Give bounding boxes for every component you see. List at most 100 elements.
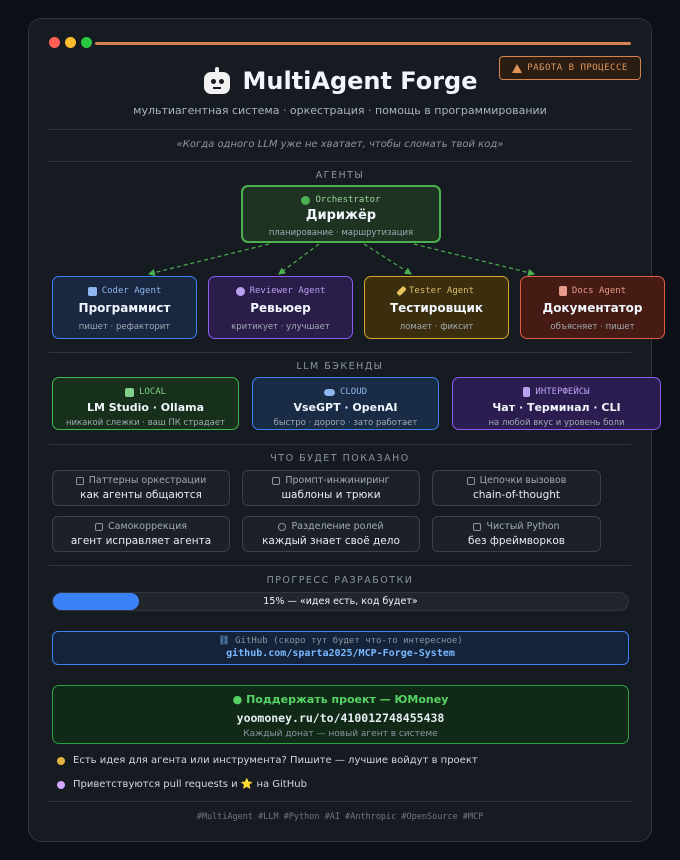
interfaces-backend-card[interactable]: ИНТЕРФЕЙСЫ Чат · Терминал · CLI на любой… [452, 377, 661, 430]
progress-label: 15% — «идея есть, код будет» [263, 596, 418, 607]
feature-title: Самокоррекция [108, 521, 187, 532]
divider [49, 801, 631, 802]
divider [49, 129, 631, 130]
house-icon [124, 387, 134, 397]
agent-name: Программист [78, 301, 171, 315]
backend-desc: никакой слежки · ваш ПК страдает [65, 418, 226, 428]
progress-bar-fill [53, 593, 140, 610]
idea-note: Есть идея для агента или инструмента? Пи… [57, 755, 478, 766]
status-badge: РАБОТА В ПРОЦЕССЕ [499, 56, 641, 80]
feature-title: Паттерны оркестрации [88, 475, 207, 486]
cloud-icon [323, 388, 335, 396]
warning-icon [512, 63, 523, 73]
backend-desc: быстро · дорого · зато работает [273, 418, 418, 428]
orchestrator-tag: Orchestrator [315, 195, 381, 205]
document-icon [473, 522, 482, 531]
divider [49, 352, 631, 353]
laptop-icon [87, 286, 97, 296]
agent-desc: пишет · рефакторит [78, 322, 171, 332]
orchestrator-card[interactable]: Orchestrator Дирижёр планирование · марш… [241, 185, 441, 243]
backend-name: VseGPT · OpenAI [293, 401, 398, 414]
magnifier-icon [235, 286, 245, 296]
reviewer-agent-card[interactable]: Reviewer Agent Ревьюер критикует · улучш… [208, 276, 353, 339]
bullet-icon [57, 780, 65, 789]
link-icon: ⛓ [218, 636, 230, 646]
feature-title: Разделение ролей [291, 521, 384, 532]
refresh-icon [95, 522, 103, 531]
feature-card: Разделение ролей каждый знает своё дело [242, 516, 420, 552]
divider [49, 565, 631, 566]
bullet-icon [57, 756, 65, 765]
agent-tag: Docs Agent [571, 286, 627, 296]
orchestrator-desc: планирование · маршрутизация [268, 228, 414, 238]
feature-card: Паттерны оркестрации как агенты общаются [52, 470, 230, 506]
window-titlebar [49, 35, 631, 49]
backends-section-title: LLM БЭКЕНДЫ [296, 361, 384, 372]
feature-desc: агент исправляет агента [70, 535, 212, 547]
feature-desc: шаблоны и трюки [281, 489, 381, 501]
feature-desc: без фреймворков [468, 535, 565, 547]
gear-icon [278, 522, 287, 531]
minimize-window-dot[interactable] [65, 37, 76, 48]
close-window-dot[interactable] [49, 37, 60, 48]
agent-tag: Reviewer Agent [249, 286, 326, 296]
cloud-backend-card[interactable]: CLOUD VseGPT · OpenAI быстро · дорого · … [252, 377, 439, 430]
monitor-icon [523, 387, 531, 397]
arrow-to-coder [147, 243, 270, 277]
feature-card: Самокоррекция агент исправляет агента [52, 516, 230, 552]
divider [49, 444, 631, 445]
local-backend-card[interactable]: LOCAL LM Studio · Ollama никакой слежки … [52, 377, 239, 430]
donate-url[interactable]: yoomoney.ru/to/410012748455438 [236, 711, 445, 725]
target-icon [301, 195, 311, 205]
backend-tag: LOCAL [138, 387, 167, 397]
backend-tag: CLOUD [339, 387, 368, 397]
tagline-quote: «Когда одного LLM уже не хватает, чтобы … [176, 139, 504, 150]
github-link-card[interactable]: ⛓ GitHub (скоро тут будет что-то интерес… [52, 631, 629, 665]
test-tube-icon [396, 285, 407, 297]
note-text: Есть идея для агента или инструмента? Пи… [73, 755, 478, 766]
backend-name: LM Studio · Ollama [86, 401, 205, 414]
agent-name: Документатор [542, 301, 643, 315]
orchestrator-name: Дирижёр [305, 208, 377, 223]
feature-card: Цепочки вызовов chain-of-thought [432, 470, 601, 506]
header: MultiAgent Forge [29, 65, 651, 97]
backend-desc: на любой вкус и уровень боли [488, 418, 625, 428]
agent-name: Ревьюер [250, 301, 311, 315]
divider [49, 161, 631, 162]
arrow-to-docs [413, 243, 536, 277]
money-icon: ● [232, 693, 243, 706]
coder-agent-card[interactable]: Coder Agent Программист пишет · рефактор… [52, 276, 197, 339]
agent-desc: критикует · улучшает [231, 322, 330, 332]
feature-card: Чистый Python без фреймворков [432, 516, 601, 552]
agent-name: Тестировщик [389, 301, 484, 315]
github-url[interactable]: github.com/sparta2025/MCP-Forge-System [226, 648, 455, 659]
feature-title: Чистый Python [486, 521, 560, 532]
main-window: РАБОТА В ПРОЦЕССЕ MultiAgent Forge мульт… [28, 18, 665, 842]
progress-bar: 15% — «идея есть, код будет» [52, 592, 629, 611]
hashtags-footer: #MultiAgent #LLM #Python #AI #Anthropic … [196, 812, 484, 822]
accent-line [95, 42, 631, 45]
feature-desc: chain-of-thought [472, 489, 561, 501]
feature-title: Промпт-инжиниринг [285, 475, 390, 486]
docs-agent-card[interactable]: Docs Agent Документатор объясняет · пише… [520, 276, 665, 339]
note-text: Приветствуются pull requests и ⭐ на GitH… [73, 779, 307, 790]
pr-note: Приветствуются pull requests и ⭐ на GitH… [57, 779, 307, 790]
maximize-window-dot[interactable] [81, 37, 92, 48]
chain-icon [466, 476, 475, 485]
backend-name: Чат · Терминал · CLI [492, 401, 621, 414]
donate-card[interactable]: ● Поддержать проект — ЮMoney yoomoney.ru… [52, 685, 629, 744]
agent-desc: ломает · фиксит [399, 322, 474, 332]
donate-note: Каждый донат — новый агент в системе [243, 729, 438, 739]
feature-title: Цепочки вызовов [479, 475, 567, 486]
agent-desc: объясняет · пишет [550, 322, 635, 332]
agents-section-title: АГЕНТЫ [315, 170, 365, 181]
feature-desc: как агенты общаются [80, 489, 202, 501]
tester-agent-card[interactable]: Tester Agent Тестировщик ломает · фиксит [364, 276, 509, 339]
progress-section-title: ПРОГРЕСС РАЗРАБОТКИ [266, 575, 414, 586]
document-icon [558, 286, 567, 296]
shuffle-icon [75, 476, 84, 485]
donate-title: Поддержать проект — ЮMoney [246, 693, 449, 706]
github-label: GitHub (скоро тут будет что-то интересно… [235, 636, 463, 646]
status-badge-label: РАБОТА В ПРОЦЕССЕ [527, 63, 628, 73]
page-subtitle: мультиагентная система · оркестрация · п… [133, 104, 547, 117]
